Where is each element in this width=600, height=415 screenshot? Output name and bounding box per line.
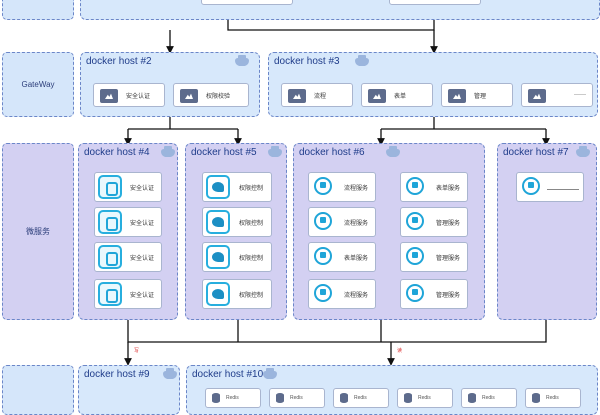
database-icon bbox=[340, 393, 348, 403]
redis-node: Redis bbox=[461, 388, 517, 408]
layer-gateway: GateWay bbox=[2, 52, 74, 117]
service-card: 安全认证 bbox=[94, 242, 162, 272]
redis-node: Redis bbox=[525, 388, 581, 408]
security-icon bbox=[98, 210, 122, 234]
mountain-icon bbox=[368, 89, 386, 103]
edge-label-read: 读 bbox=[397, 348, 403, 354]
gateway-card: 权限校验 bbox=[173, 83, 249, 107]
redis-node: Redis bbox=[397, 388, 453, 408]
docker-host-7: docker host #7 bbox=[497, 143, 597, 320]
docker-whale-icon bbox=[268, 146, 282, 157]
service-card: 流程服务 bbox=[308, 279, 376, 309]
docker-whale-icon bbox=[263, 368, 277, 379]
layer-gateway-label: GateWay bbox=[21, 80, 55, 89]
service-card bbox=[516, 172, 584, 202]
link-ms-bus bbox=[127, 320, 547, 343]
process-icon bbox=[404, 175, 428, 199]
service-card: 安全认证 bbox=[94, 172, 162, 202]
docker-whale-icon bbox=[576, 146, 590, 157]
service-card: 权限控制 bbox=[202, 242, 272, 272]
docker-whale-icon bbox=[355, 55, 369, 66]
permission-icon bbox=[206, 282, 230, 306]
docker-whale-icon bbox=[161, 146, 175, 157]
service-card: 权限控制 bbox=[202, 172, 272, 202]
mountain-icon bbox=[100, 89, 118, 103]
docker-host-title: docker host #4 bbox=[84, 147, 150, 158]
layer-microservice-label: 微服务 bbox=[26, 227, 50, 236]
permission-icon bbox=[206, 175, 230, 199]
box-top bbox=[80, 0, 600, 20]
docker-host-10: docker host #10 Redis Redis Redis Redis … bbox=[186, 365, 598, 415]
database-icon bbox=[276, 393, 284, 403]
docker-host-title: docker host #10 bbox=[192, 369, 264, 380]
redis-node: Redis bbox=[333, 388, 389, 408]
connector-lines bbox=[124, 18, 550, 366]
placeholder-line: —— bbox=[574, 92, 586, 98]
docker-host-6: docker host #6 流程服务 流程服务 表单服务 流程服务 表单服务 … bbox=[293, 143, 485, 320]
docker-whale-icon bbox=[235, 55, 249, 66]
service-card: 安全认证 bbox=[94, 207, 162, 237]
placeholder-line bbox=[547, 189, 579, 190]
redis-node: Redis bbox=[269, 388, 325, 408]
top-card-right bbox=[389, 0, 481, 5]
mountain-icon bbox=[180, 89, 198, 103]
process-icon bbox=[404, 210, 428, 234]
permission-icon bbox=[206, 245, 230, 269]
service-card: 管理服务 bbox=[400, 207, 468, 237]
mountain-icon bbox=[448, 89, 466, 103]
mountain-icon bbox=[528, 89, 546, 103]
docker-whale-icon bbox=[163, 368, 177, 379]
service-card: 表单服务 bbox=[400, 172, 468, 202]
service-card: 权限控制 bbox=[202, 207, 272, 237]
service-card: 权限控制 bbox=[202, 279, 272, 309]
process-icon bbox=[520, 175, 544, 199]
top-card-left bbox=[201, 0, 293, 5]
docker-host-title: docker host #2 bbox=[86, 56, 152, 67]
docker-host-title: docker host #3 bbox=[274, 56, 340, 67]
process-icon bbox=[312, 245, 336, 269]
docker-host-title: docker host #9 bbox=[84, 369, 150, 380]
gateway-card: —— bbox=[521, 83, 593, 107]
service-card: 流程服务 bbox=[308, 172, 376, 202]
service-card: 表单服务 bbox=[308, 242, 376, 272]
docker-host-2: docker host #2 安全认证 权限校验 bbox=[80, 52, 260, 117]
database-icon bbox=[468, 393, 476, 403]
service-card: 流程服务 bbox=[308, 207, 376, 237]
docker-host-title: docker host #6 bbox=[299, 147, 365, 158]
service-card: 管理服务 bbox=[400, 242, 468, 272]
service-card: 安全认证 bbox=[94, 279, 162, 309]
layer-microservice: 微服务 bbox=[2, 143, 74, 320]
permission-icon bbox=[206, 210, 230, 234]
gateway-card: 安全认证 bbox=[93, 83, 165, 107]
docker-host-9: docker host #9 bbox=[78, 365, 180, 415]
docker-host-3: docker host #3 流程 表单 管理 —— bbox=[268, 52, 598, 117]
layer-storage bbox=[2, 365, 74, 415]
database-icon bbox=[532, 393, 540, 403]
layer-top bbox=[2, 0, 74, 20]
security-icon bbox=[98, 245, 122, 269]
service-card: 管理服务 bbox=[400, 279, 468, 309]
gateway-card: 管理 bbox=[441, 83, 513, 107]
process-icon bbox=[404, 282, 428, 306]
gateway-card: 表单 bbox=[361, 83, 433, 107]
process-icon bbox=[312, 282, 336, 306]
process-icon bbox=[404, 245, 428, 269]
edge-label-write: 写 bbox=[134, 348, 140, 354]
docker-whale-icon bbox=[386, 146, 400, 157]
mountain-icon bbox=[288, 89, 306, 103]
process-icon bbox=[312, 175, 336, 199]
docker-host-4: docker host #4 安全认证 安全认证 安全认证 安全认证 bbox=[78, 143, 178, 320]
process-icon bbox=[312, 210, 336, 234]
docker-host-5: docker host #5 权限控制 权限控制 权限控制 权限控制 bbox=[185, 143, 287, 320]
docker-host-title: docker host #5 bbox=[191, 147, 257, 158]
docker-host-title: docker host #7 bbox=[503, 147, 569, 158]
gateway-card: 流程 bbox=[281, 83, 353, 107]
security-icon bbox=[98, 175, 122, 199]
database-icon bbox=[212, 393, 220, 403]
redis-node: Redis bbox=[205, 388, 261, 408]
link-top-left bbox=[227, 18, 435, 31]
security-icon bbox=[98, 282, 122, 306]
database-icon bbox=[404, 393, 412, 403]
